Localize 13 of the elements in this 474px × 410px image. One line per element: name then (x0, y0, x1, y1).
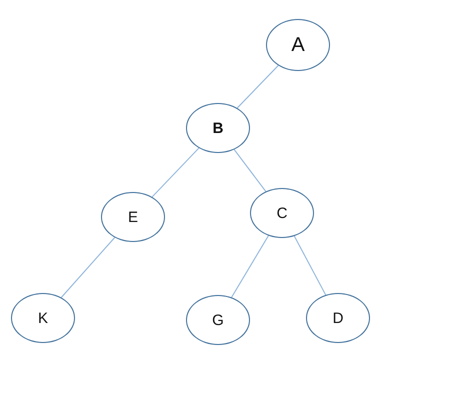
connector-line (236, 64, 279, 109)
node-label: E (128, 208, 138, 226)
node-label: G (212, 312, 224, 328)
node-label: K (38, 310, 48, 326)
node-label: C (276, 204, 288, 222)
connector-line (234, 149, 266, 192)
node-label: D (332, 310, 344, 326)
connector-line (152, 148, 200, 198)
connector-line (60, 237, 116, 298)
node-label: A (291, 34, 305, 56)
connector-line (294, 236, 326, 296)
node-label: B (212, 120, 224, 136)
connector-line (231, 235, 269, 298)
